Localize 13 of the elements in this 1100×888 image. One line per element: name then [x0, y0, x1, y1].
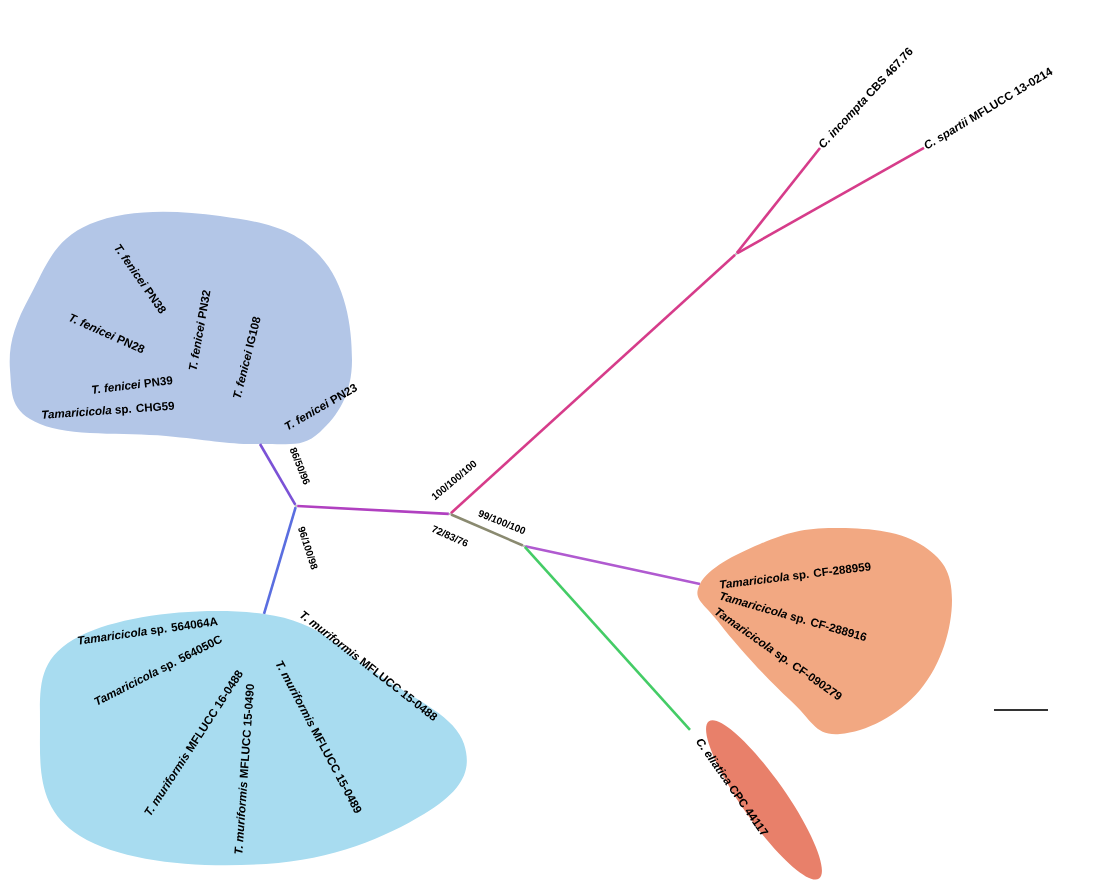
- clade-region: [9, 211, 358, 445]
- tree-branch: [450, 253, 736, 515]
- tree-branch: [297, 504, 449, 516]
- tree-branch: [524, 544, 701, 586]
- tree-branch: [736, 146, 925, 255]
- tree-branch: [450, 513, 524, 547]
- clade-region: [696, 720, 822, 880]
- tree-branch: [523, 546, 691, 731]
- clade-region: [39, 610, 467, 866]
- tree-branch: [262, 506, 297, 615]
- clade-region: [697, 528, 952, 735]
- tree-branch: [735, 147, 821, 254]
- tree-branch: [258, 443, 297, 506]
